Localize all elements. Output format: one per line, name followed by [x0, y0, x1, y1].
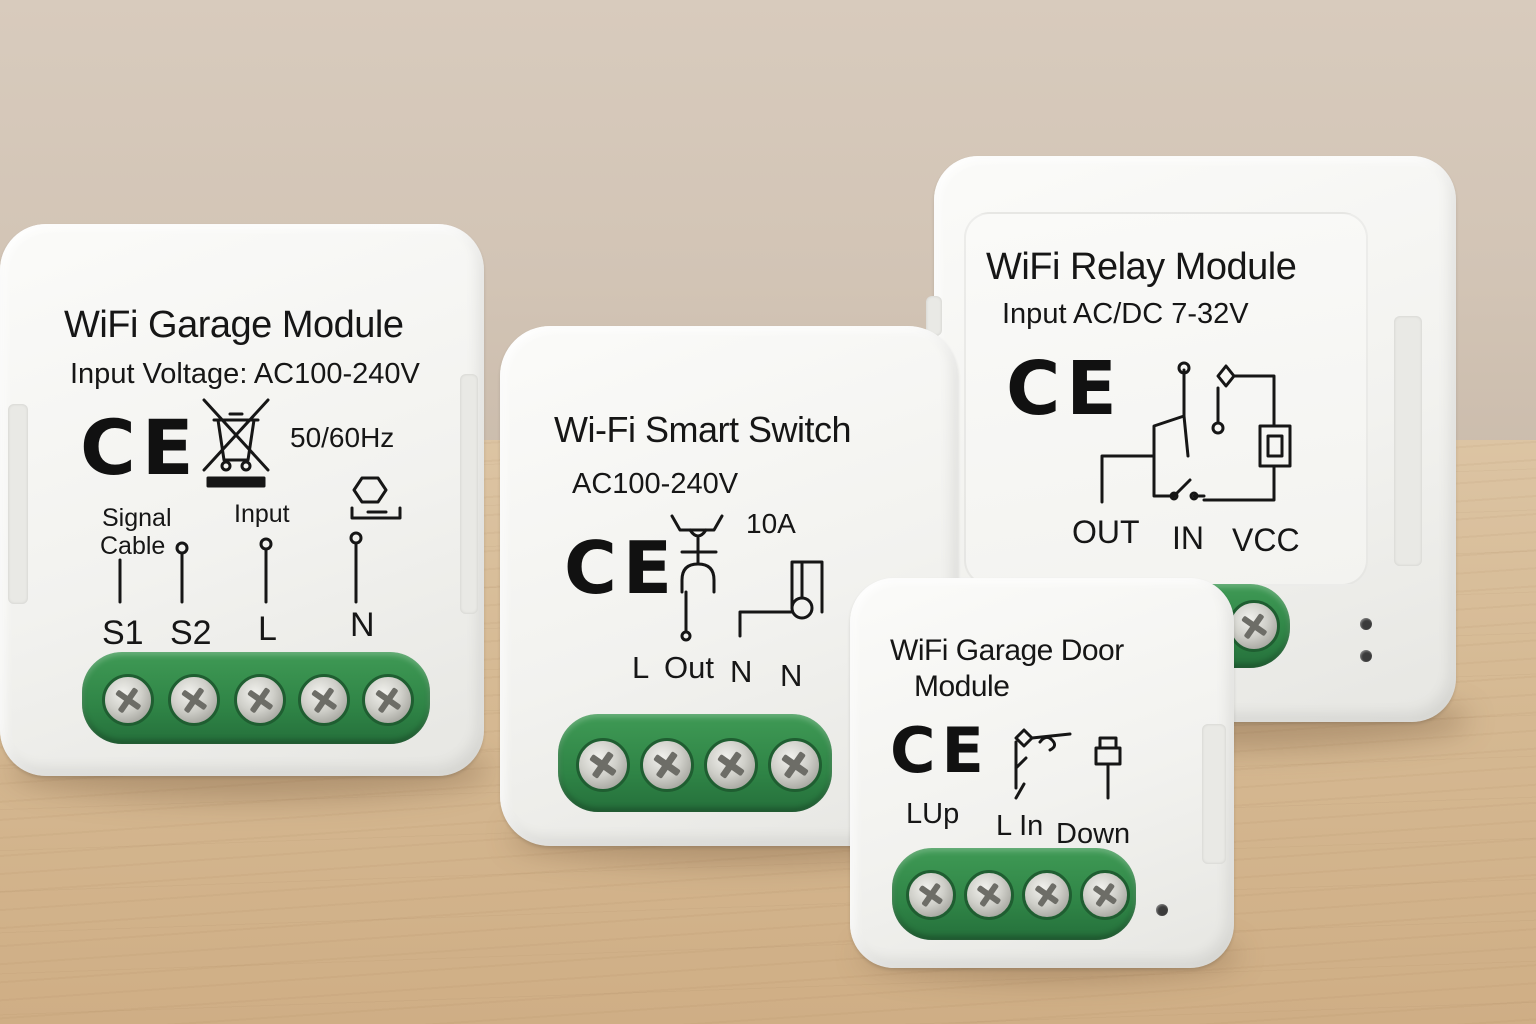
garage-door-terminal-down: Down: [1056, 818, 1131, 850]
garage-signal-label: Signal: [102, 504, 172, 532]
garage-screw[interactable]: [102, 674, 154, 726]
garage-terminal-s2: S2: [170, 614, 212, 652]
garage-door-schematic-icon: [1014, 728, 1122, 800]
garage-input-label: Input: [234, 500, 290, 528]
garage-door-side-ridge: [1202, 724, 1226, 864]
relay-terminal-in: IN: [1172, 520, 1204, 556]
garage-door-terminal-lup: LUp: [906, 798, 960, 830]
relay-terminal-out: OUT: [1072, 514, 1140, 550]
garage-screw[interactable]: [362, 674, 414, 726]
garage-door-module: WiFi Garage Door Module CE LUp L In Down: [850, 578, 1234, 968]
switch-rating: 10A: [746, 508, 796, 539]
relay-led-indicator: [1360, 618, 1372, 630]
relay-clip-left: [926, 296, 942, 336]
relay-side-ridge: [1394, 316, 1422, 566]
garage-door-screw[interactable]: [906, 870, 956, 920]
relay-title: WiFi Relay Module: [986, 246, 1297, 288]
garage-frequency: 50/60Hz: [290, 422, 395, 453]
garage-screw[interactable]: [168, 674, 220, 726]
garage-door-terminal-block: [892, 848, 1136, 940]
garage-terminal-n: N: [350, 606, 375, 644]
garage-door-led-indicator: [1156, 904, 1168, 916]
switch-schematic-icon: [670, 514, 824, 642]
switch-screw[interactable]: [704, 738, 758, 792]
switch-terminal-block: [558, 714, 832, 812]
garage-module: WiFi Garage Module Input Voltage: AC100-…: [0, 224, 484, 776]
garage-screw[interactable]: [234, 674, 286, 726]
switch-ce-mark: CE: [564, 526, 679, 610]
garage-door-screw[interactable]: [1022, 870, 1072, 920]
relay-led-indicator: [1360, 650, 1372, 662]
garage-terminal-s1: S1: [102, 614, 144, 652]
relay-screw[interactable]: [1228, 600, 1280, 652]
switch-terminal-n1: N: [730, 654, 753, 689]
relay-input-spec: Input AC/DC 7-32V: [1002, 298, 1249, 330]
switch-title: Wi-Fi Smart Switch: [554, 409, 852, 450]
garage-terminal-l: L: [258, 610, 277, 648]
relay-schematic-icon: [1100, 361, 1292, 504]
switch-terminal-l: L: [632, 650, 650, 685]
garage-wiring-icon: [118, 476, 402, 604]
garage-terminal-block: [82, 652, 430, 744]
garage-door-title-line2: Module: [914, 670, 1010, 703]
garage-door-screw[interactable]: [1080, 870, 1130, 920]
switch-screw[interactable]: [576, 738, 630, 792]
garage-title: WiFi Garage Module: [64, 304, 404, 346]
switch-screw[interactable]: [640, 738, 694, 792]
relay-ce-mark: CE: [1006, 346, 1123, 432]
garage-door-screw[interactable]: [964, 870, 1014, 920]
garage-ce-mark: CE: [80, 403, 200, 492]
garage-door-terminal-lin: L In: [996, 810, 1044, 842]
switch-input-spec: AC100-240V: [572, 468, 739, 500]
switch-terminal-n2: N: [780, 658, 803, 693]
switch-terminal-out: Out: [664, 650, 714, 685]
weee-bin-icon: [202, 398, 270, 488]
garage-screw[interactable]: [298, 674, 350, 726]
garage-door-ce-mark: CE: [890, 714, 990, 787]
switch-screw[interactable]: [768, 738, 822, 792]
relay-face: [964, 212, 1368, 586]
garage-side-ridge-right: [460, 374, 478, 614]
garage-side-ridge: [8, 404, 28, 604]
garage-door-title-line1: WiFi Garage Door: [890, 634, 1124, 667]
relay-terminal-vcc: VCC: [1232, 522, 1300, 558]
garage-input-spec: Input Voltage: AC100-240V: [70, 358, 420, 390]
garage-cable-label: Cable: [100, 532, 166, 560]
